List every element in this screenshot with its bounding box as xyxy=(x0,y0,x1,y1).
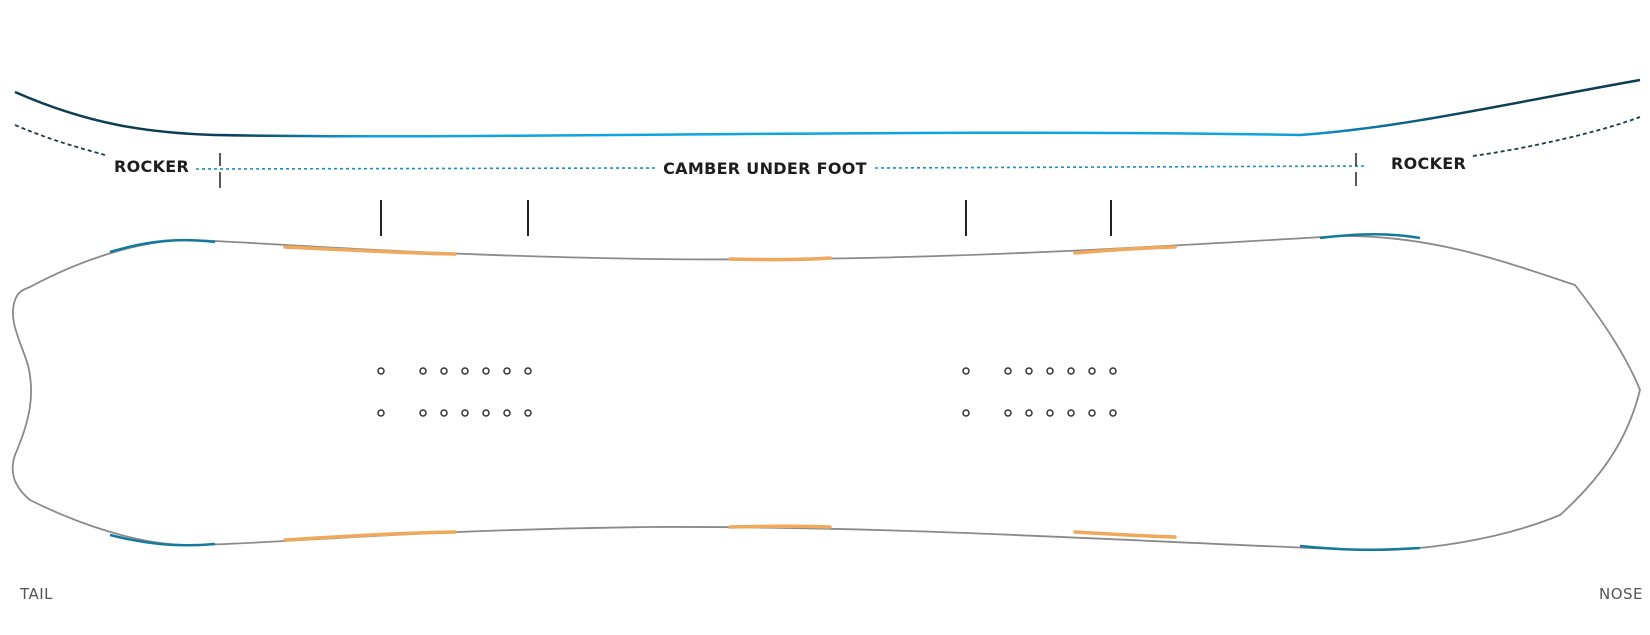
insert-hole xyxy=(524,367,532,375)
insert-hole xyxy=(1067,409,1075,417)
insert-hole xyxy=(377,409,385,417)
insert-hole xyxy=(503,367,511,375)
insert-hole xyxy=(482,409,490,417)
camber-label: CAMBER UNDER FOOT xyxy=(663,159,867,178)
board-outline xyxy=(11,235,1641,552)
insert-hole xyxy=(1088,367,1096,375)
insert-hole xyxy=(1088,409,1096,417)
insert-hole xyxy=(1025,367,1033,375)
rocker-dash-right xyxy=(1472,116,1641,157)
insert-hole xyxy=(440,409,448,417)
nose-rocker-edge-top xyxy=(1319,233,1421,240)
insert-holes-front xyxy=(962,367,1117,417)
sidecut-highlights xyxy=(283,245,1177,542)
insert-holes-rear xyxy=(377,367,532,417)
insert-hole xyxy=(1109,409,1117,417)
nose-rocker-edge-bottom xyxy=(1299,544,1421,551)
camber-dash-left xyxy=(195,167,656,170)
nose-label: NOSE xyxy=(1599,585,1643,603)
insert-hole xyxy=(1004,367,1012,375)
tail-rocker-edge-top xyxy=(109,238,216,254)
profile-line xyxy=(14,78,1641,138)
insert-hole xyxy=(482,367,490,375)
insert-hole xyxy=(1046,367,1054,375)
rocker-label-right: ROCKER xyxy=(1391,154,1466,173)
insert-hole xyxy=(1004,409,1012,417)
insert-hole xyxy=(962,409,970,417)
rocker-dash-left xyxy=(14,124,106,156)
insert-hole xyxy=(503,409,511,417)
insert-hole xyxy=(461,409,469,417)
tail-rocker-edge-bottom xyxy=(109,533,216,547)
insert-hole xyxy=(1025,409,1033,417)
insert-hole xyxy=(1109,367,1117,375)
rocker-label-left: ROCKER xyxy=(114,157,189,176)
stance-markers xyxy=(380,200,1112,236)
insert-hole xyxy=(377,367,385,375)
insert-hole xyxy=(419,367,427,375)
insert-hole xyxy=(962,367,970,375)
insert-hole xyxy=(1046,409,1054,417)
camber-dash-right xyxy=(874,165,1367,169)
insert-hole xyxy=(524,409,532,417)
insert-hole xyxy=(419,409,427,417)
tail-label: TAIL xyxy=(19,585,53,603)
insert-hole xyxy=(440,367,448,375)
insert-hole xyxy=(461,367,469,375)
insert-hole xyxy=(1067,367,1075,375)
